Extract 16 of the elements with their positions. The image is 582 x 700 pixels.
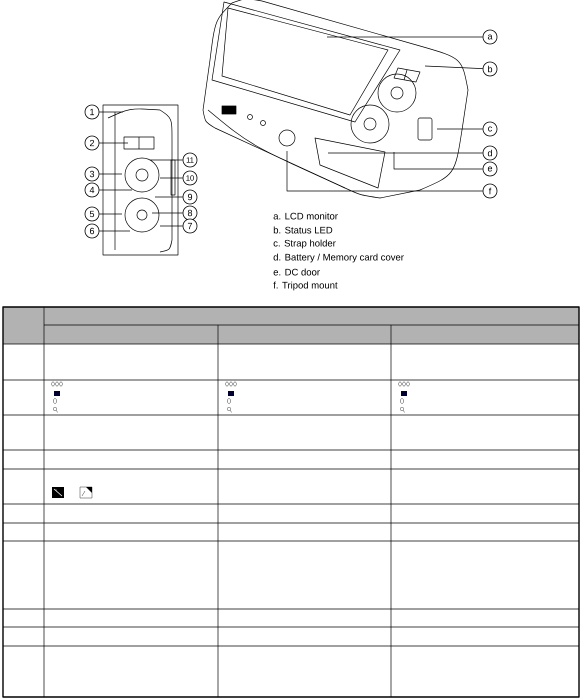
legend-entry: d. Battery / Memory card cover xyxy=(274,254,404,262)
leader-line xyxy=(328,152,483,154)
leader-line xyxy=(394,152,483,170)
leader-line xyxy=(436,128,483,130)
legend-entry: c. Strap holder xyxy=(274,240,336,248)
legend-entry: e. DC door xyxy=(274,268,320,276)
leader-line xyxy=(152,212,183,214)
leader-line xyxy=(286,150,483,192)
legend-entry: f. Tripod mount xyxy=(273,282,338,290)
leader-line xyxy=(99,230,130,232)
legend-entry: a. LCD monitor xyxy=(274,212,338,220)
leader-line xyxy=(326,36,483,38)
leader-line xyxy=(424,66,483,69)
leader-line xyxy=(154,196,183,198)
legend-entry: b. Status LED xyxy=(274,226,332,234)
leader-line xyxy=(99,142,128,144)
